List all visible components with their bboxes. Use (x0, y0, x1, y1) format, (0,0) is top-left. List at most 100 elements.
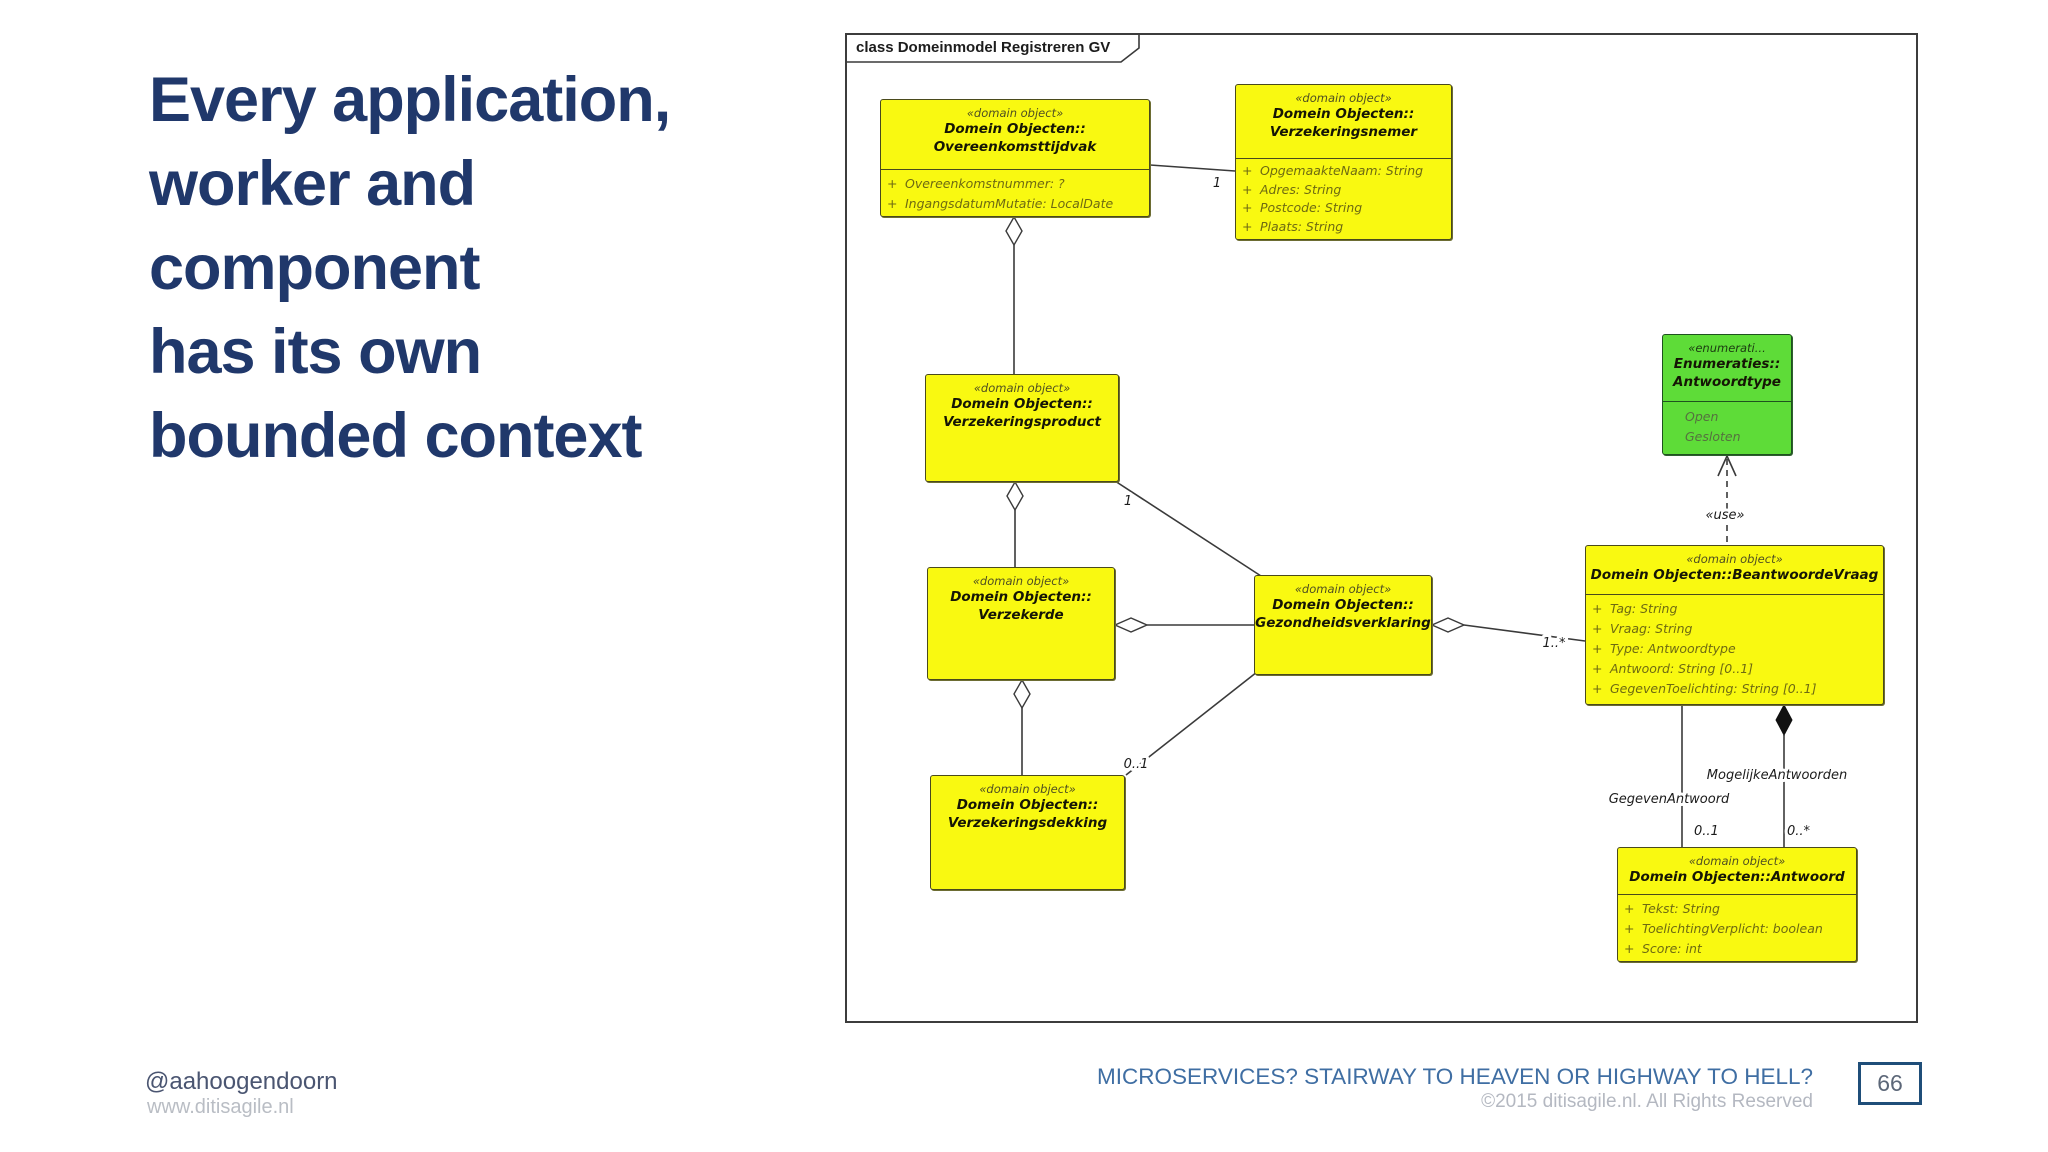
class-header: «domain object» Domein Objecten:: Verzek… (931, 776, 1124, 832)
class-header: «domain object» Domein Objecten:: Verzek… (928, 568, 1114, 624)
stereotype: «domain object» (979, 782, 1076, 796)
uml-connectors: 1 1 (847, 35, 1850, 847)
uml-class-beantwoordevraag: «domain object» Domein Objecten::Beantwo… (1585, 545, 1884, 705)
page-number: 66 (1877, 1070, 1903, 1096)
connector-gezondheid-dekking: 0..1 (1121, 671, 1258, 776)
connector-use-dependency: «use» (1702, 455, 1748, 545)
title-line: has its own (149, 317, 482, 387)
connector-verzekerde-dekking (1013, 678, 1031, 775)
attribute-row: +Tag: String (1592, 601, 1678, 616)
attribute-row: +Antwoord: String [0..1] (1592, 661, 1754, 676)
class-name: Verzekeringsnemer (1269, 124, 1418, 140)
attribute-row: +Overeenkomstnummer: ? (887, 176, 1065, 191)
enum-literals-section: Open Gesloten (1663, 401, 1791, 447)
class-name: Gezondheidsverklaring (1255, 615, 1431, 631)
class-name: Verzekerde (978, 607, 1064, 623)
attribute-row: +GegevenToelichting: String [0..1] (1592, 681, 1817, 696)
enum-literal: Gesloten (1685, 429, 1741, 444)
attribute-row: +Score: int (1624, 941, 1702, 956)
edge-label-mult: 1 (1213, 176, 1221, 191)
edge-label-name: GegevenAntwoord (1609, 792, 1730, 807)
edge-label-mult: 0..* (1787, 824, 1811, 839)
title-line: worker and (149, 149, 476, 219)
connector-mogelijke-antwoorden: MogelijkeAntwoorden 0..* (1704, 703, 1850, 847)
class-name: Enumeraties:: (1673, 356, 1781, 372)
page-number-box: 66 (1858, 1062, 1922, 1105)
stereotype: «domain object» (966, 106, 1064, 120)
title-line: Every application, (149, 65, 671, 135)
uml-enum-antwoordtype: «enumerati... Enumeraties:: Antwoordtype… (1662, 334, 1792, 455)
edge-label-mult: 0..1 (1124, 757, 1149, 772)
class-header: «domain object» Domein Objecten::Antwoor… (1618, 848, 1856, 894)
class-header: «domain object» Domein Objecten::Beantwo… (1586, 546, 1883, 594)
uml-class-verzekeringsnemer: «domain object» Domein Objecten:: Verzek… (1235, 84, 1452, 240)
class-header: «domain object» Domein Objecten:: Verzek… (1236, 85, 1451, 158)
connector-verzekerde-gezondheid (1113, 617, 1254, 633)
connector-tijdvak-product (1005, 215, 1023, 374)
connector-product-gezondheid: 1 (1114, 480, 1262, 577)
attribute-row: +Plaats: String (1242, 218, 1344, 234)
connector-gegeven-antwoord: GegevenAntwoord 0..1 (1606, 705, 1733, 847)
attribute-row: +Type: Antwoordtype (1592, 641, 1736, 656)
connector-tijdvak-nemer: 1 (1149, 164, 1236, 194)
title-line: component (149, 233, 481, 303)
title-line: bounded context (149, 401, 642, 471)
class-name: Overeenkomsttijdvak (933, 139, 1097, 155)
enum-literal: Open (1685, 409, 1719, 424)
class-name: Domein Objecten::BeantwoordeVraag (1590, 567, 1879, 583)
stereotype: «enumerati... (1688, 341, 1766, 355)
class-name: Domein Objecten:: (956, 797, 1099, 813)
stereotype: «domain object» (1294, 582, 1392, 596)
frame-label-tab (847, 35, 1140, 63)
class-name: Domein Objecten:: (944, 121, 1086, 137)
class-header: «domain object» Domein Objecten:: Verzek… (926, 375, 1118, 431)
class-header: «domain object» Domein Objecten:: Overee… (881, 100, 1149, 169)
uml-class-verzekerde: «domain object» Domein Objecten:: Verzek… (927, 567, 1115, 680)
class-name: Domein Objecten:: (951, 396, 1093, 412)
edge-label-use: «use» (1705, 508, 1744, 523)
attributes-section: +OpgemaakteNaam: String +Adres: String +… (1236, 158, 1451, 236)
class-header: «enumerati... Enumeraties:: Antwoordtype (1663, 335, 1791, 401)
class-name: Domein Objecten:: (1272, 106, 1415, 122)
edge-label-mult: 1..* (1542, 636, 1566, 651)
slide-title: Every application, worker and component … (149, 58, 789, 478)
attribute-row: +Postcode: String (1242, 200, 1363, 215)
stereotype: «domain object» (1686, 552, 1783, 566)
class-name: Domein Objecten:: (1272, 597, 1414, 613)
attributes-section: +Tekst: String +ToelichtingVerplicht: bo… (1618, 894, 1856, 959)
uml-class-verzekeringsproduct: «domain object» Domein Objecten:: Verzek… (925, 374, 1119, 482)
stereotype: «domain object» (973, 381, 1071, 395)
uml-class-antwoord: «domain object» Domein Objecten::Antwoor… (1617, 847, 1857, 962)
frame-label: class Domeinmodel Registreren GV (856, 39, 1111, 56)
class-name: Verzekeringsproduct (943, 414, 1101, 430)
attribute-row: +ToelichtingVerplicht: boolean (1624, 921, 1823, 936)
attribute-row: +Tekst: String (1624, 901, 1720, 916)
footer-handle: @aahoogendoorn (145, 1068, 338, 1095)
attribute-row: +Adres: String (1242, 181, 1342, 197)
footer-presentation-title: MICROSERVICES? STAIRWAY TO HEAVEN OR HIG… (1096, 1064, 1813, 1089)
attribute-row: +Vraag: String (1592, 621, 1693, 636)
connector-product-verzekerde (1006, 480, 1024, 567)
class-name: Domein Objecten::Antwoord (1629, 869, 1845, 885)
class-name: Antwoordtype (1673, 374, 1781, 390)
attribute-row: +OpgemaakteNaam: String (1242, 163, 1424, 178)
uml-class-gezondheidsverklaring: «domain object» Domein Objecten:: Gezond… (1254, 575, 1432, 675)
class-name: Domein Objecten:: (950, 589, 1092, 605)
stereotype: «domain object» (972, 574, 1070, 588)
class-name: Verzekeringsdekking (947, 815, 1108, 831)
stereotype: «domain object» (1688, 854, 1786, 868)
stereotype: «domain object» (1295, 91, 1392, 105)
class-header: «domain object» Domein Objecten:: Gezond… (1255, 576, 1431, 632)
attributes-section: +Tag: String +Vraag: String +Type: Antwo… (1586, 594, 1883, 699)
footer-website: www.ditisagile.nl (147, 1096, 294, 1118)
uml-class-overeenkomsttijdvak: «domain object» Domein Objecten:: Overee… (880, 99, 1150, 217)
attributes-section: +Overeenkomstnummer: ? +IngangsdatumMuta… (881, 169, 1149, 214)
connector-gezondheid-beantwoorde: 1..* (1430, 617, 1586, 654)
edge-label-mult: 1 (1124, 494, 1132, 509)
attribute-row: +IngangsdatumMutatie: LocalDate (887, 196, 1114, 211)
edge-label-name: MogelijkeAntwoorden (1707, 768, 1847, 783)
uml-class-verzekeringsdekking: «domain object» Domein Objecten:: Verzek… (930, 775, 1125, 890)
edge-label-mult: 0..1 (1694, 824, 1719, 839)
footer-copyright: ©2015 ditisagile.nl. All Rights Reserved (1481, 1091, 1813, 1112)
